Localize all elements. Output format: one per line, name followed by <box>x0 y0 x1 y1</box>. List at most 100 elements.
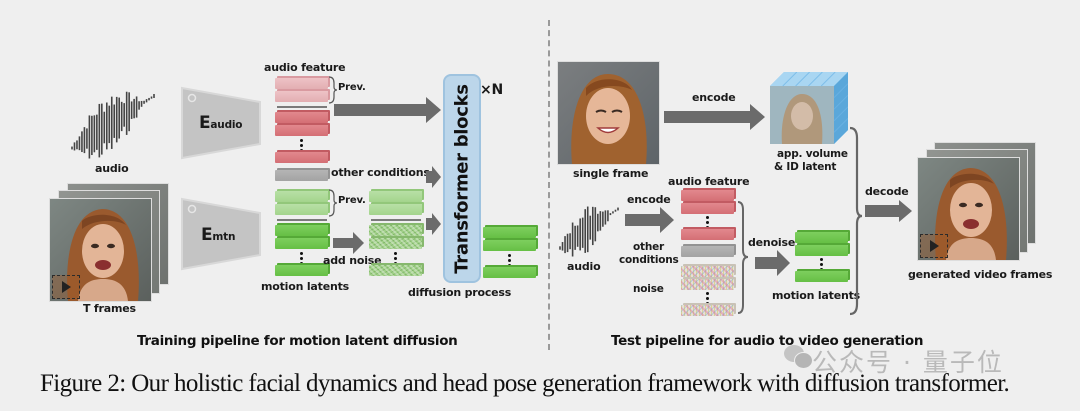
separator <box>371 219 421 221</box>
encoder-audio-sub: audio <box>210 119 243 131</box>
test-audio-feature-bar <box>681 190 734 201</box>
audio-feature-bar <box>275 152 328 163</box>
wechat-icon <box>784 345 814 369</box>
figure-caption: Figure 2: Our holistic facial dynamics a… <box>40 370 1010 397</box>
conditions-to-transformer-arrow <box>426 166 441 188</box>
repeat-n-label: ×N <box>480 82 504 98</box>
ellipsis-icon <box>300 252 303 267</box>
cube-grid-line <box>808 72 823 87</box>
latents-to-transformer-arrow <box>426 213 441 235</box>
motion-encoder-label: Emtn <box>201 225 235 245</box>
audio-waveform-icon <box>559 206 619 257</box>
test-audio-feature-bar <box>681 229 734 240</box>
prev-brace-icon <box>328 189 338 217</box>
single-frame-label: single frame <box>573 167 649 180</box>
encode-label-top: encode <box>692 91 736 104</box>
motion-encoder-shape <box>181 197 261 271</box>
encode-frame-arrow <box>664 104 765 130</box>
ellipsis-icon <box>706 216 709 231</box>
training-pipeline-title: Training pipeline for motion latent diff… <box>137 333 458 349</box>
ellipsis-icon <box>508 254 511 269</box>
transformer-blocks-label: Transformer blocks <box>451 83 473 274</box>
decode-arrow <box>865 200 912 222</box>
test-motion-latent-bar <box>795 245 848 256</box>
noise-bar <box>681 279 734 290</box>
audio-feature-prev-bar <box>275 91 328 102</box>
test-other-conditions-bar <box>681 246 734 257</box>
prev-label-motion: Prev. <box>338 195 366 206</box>
test-audio-feature-label: audio feature <box>668 175 750 188</box>
watermark-text: 公众号 · 量子位 <box>812 348 1004 377</box>
audio-encoder-label: Eaudio <box>199 113 243 133</box>
audio-feature-prev-bar <box>275 78 328 89</box>
output-latent-bar <box>483 267 536 278</box>
noised-latent-bar <box>369 265 422 276</box>
motion-latent-bar <box>275 238 328 249</box>
prev-label-audio: Prev. <box>338 82 366 93</box>
test-conditions-label: conditions <box>619 254 679 266</box>
video-play-icon <box>52 275 80 299</box>
cube-grid-line <box>833 118 848 133</box>
encode-label-bottom: encode <box>627 193 671 206</box>
audio-feature-bar <box>275 125 328 136</box>
cube-grid-line <box>833 94 848 110</box>
generated-frame-front <box>917 157 1020 261</box>
single-frame-image <box>557 61 660 165</box>
test-motion-latent-bar <box>795 271 848 282</box>
motion-latent-bar <box>275 225 328 236</box>
encode-audio-arrow <box>625 207 674 233</box>
decode-label: decode <box>865 185 909 198</box>
snowflake-icon <box>187 93 197 103</box>
audio-label: audio <box>95 162 129 175</box>
noise-bar <box>681 266 734 277</box>
denoise-arrow <box>755 250 790 276</box>
video-play-icon <box>920 234 948 258</box>
denoise-label: denoise <box>748 236 796 249</box>
add-noise-label: add noise <box>323 254 382 267</box>
app-volume-label-2: & ID latent <box>774 161 837 173</box>
cube-grid-line <box>795 72 810 87</box>
test-motion-latents-label: motion latents <box>772 289 861 302</box>
cube-grid-line <box>820 72 836 87</box>
t-frames-label: T frames <box>83 302 136 315</box>
audio-feature-label: audio feature <box>264 61 346 74</box>
motion-latent-prev-bar <box>275 204 328 215</box>
noised-latent-bar <box>369 238 422 249</box>
snowflake-icon <box>187 204 197 214</box>
transformer-blocks: Transformer blocks <box>443 74 481 283</box>
inputs-brace-icon <box>737 201 749 314</box>
ellipsis-icon <box>820 258 823 273</box>
cube-grid-line <box>782 72 798 87</box>
audio-to-transformer-arrow <box>334 97 441 123</box>
test-other-label: other <box>633 241 665 253</box>
face-smiling-image <box>558 62 659 164</box>
app-volume-label-1: app. volume <box>777 148 848 160</box>
separator <box>277 219 327 221</box>
audio-waveform-icon <box>71 91 155 159</box>
other-conditions-label: other conditions <box>331 166 430 179</box>
noised-latent-bar <box>369 225 422 236</box>
prev-brace-icon <box>328 76 338 104</box>
output-latent-bar <box>483 240 536 251</box>
audio-encoder-shape <box>181 86 261 160</box>
app-volume-cube <box>770 72 848 144</box>
motion-latents-label: motion latents <box>261 280 350 293</box>
test-motion-latent-bar <box>795 232 848 243</box>
diffusion-process-label: diffusion process <box>408 286 512 299</box>
ellipsis-icon <box>394 252 397 267</box>
ellipsis-icon <box>706 292 709 307</box>
add-noise-arrow <box>333 232 364 254</box>
motion-latent-bar <box>275 265 328 276</box>
decode-brace-icon <box>849 126 863 316</box>
other-conditions-bar <box>275 170 328 181</box>
separator <box>277 106 327 108</box>
encoder-audio-main: E <box>199 113 211 133</box>
test-pipeline-title: Test pipeline for audio to video generat… <box>611 333 924 349</box>
motion-latent-prev-bar <box>275 191 328 202</box>
noise-label: noise <box>633 283 664 295</box>
noised-prev-bar <box>369 204 422 215</box>
cube-grid-line <box>833 83 848 98</box>
generated-frames-label: generated video frames <box>908 268 1053 281</box>
encoder-motion-main: E <box>201 225 213 245</box>
test-audio-feature-bar <box>681 203 734 214</box>
